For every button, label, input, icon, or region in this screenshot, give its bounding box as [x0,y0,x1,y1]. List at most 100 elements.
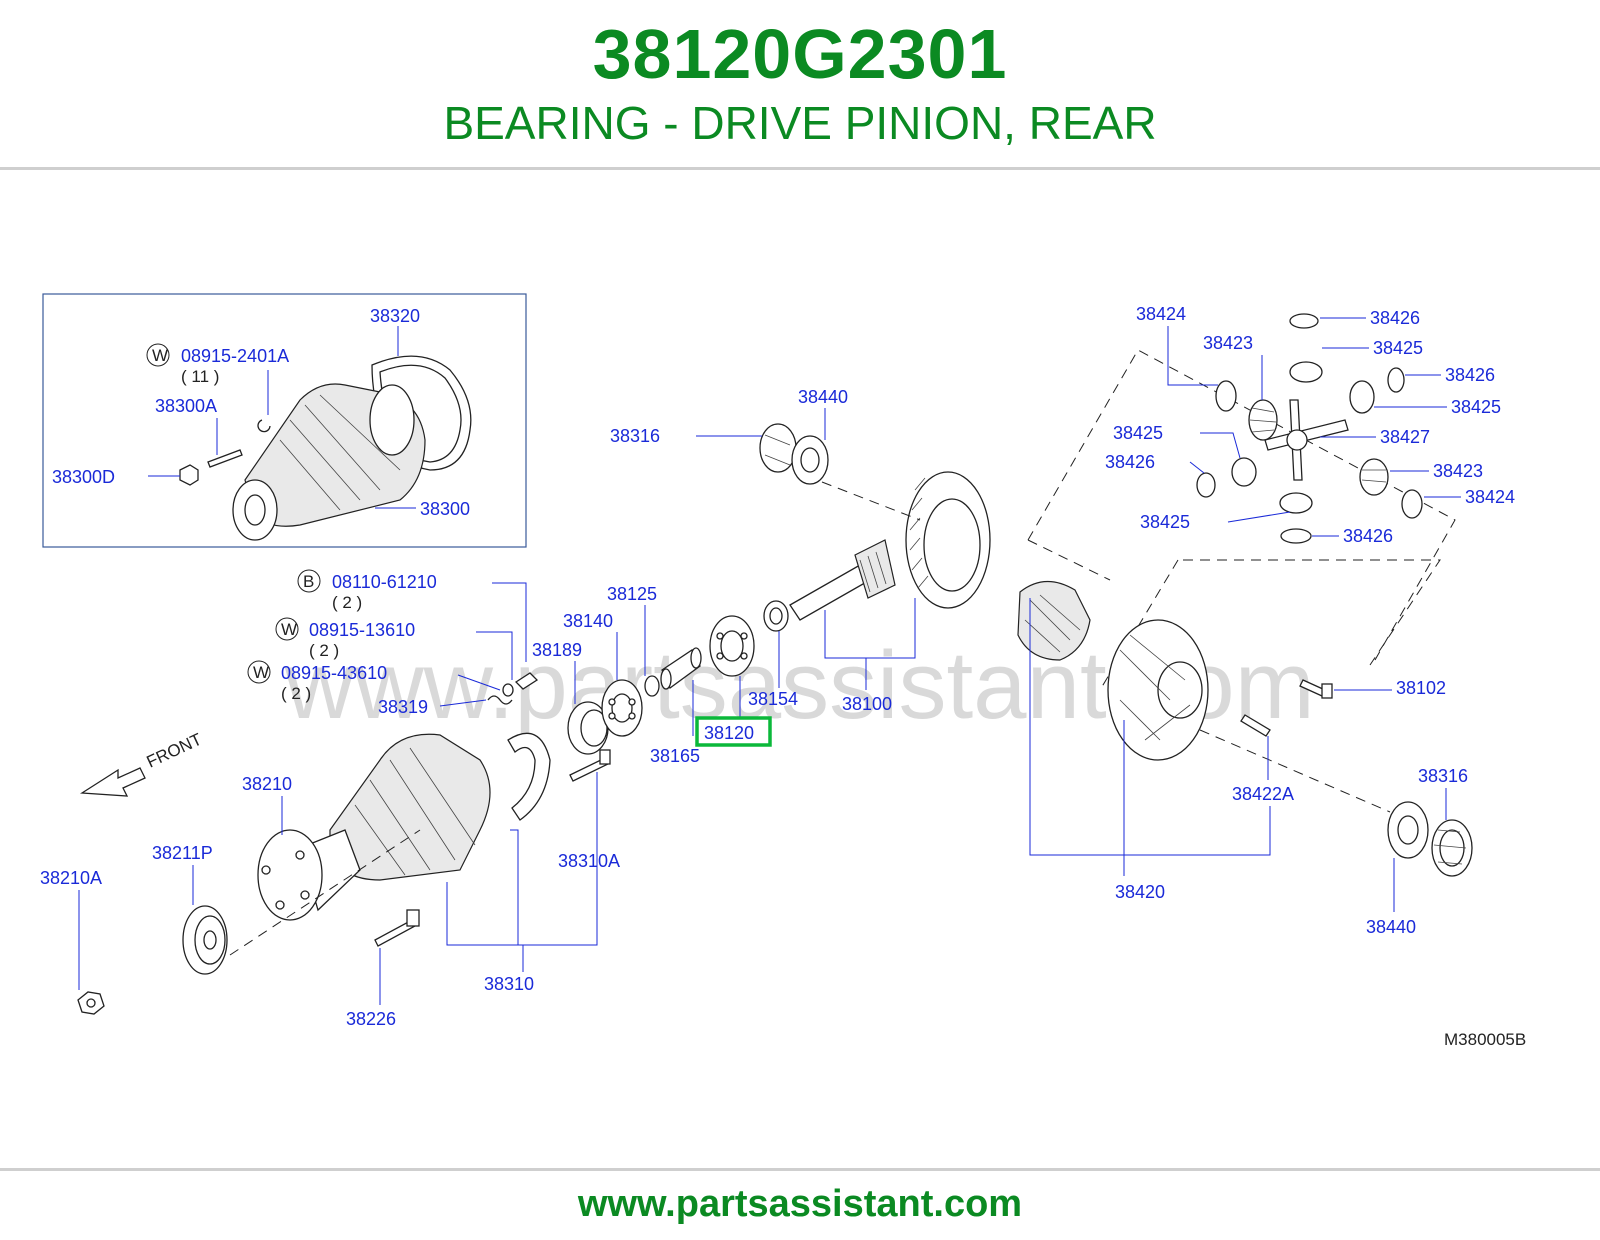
label-38423-b[interactable]: 38423 [1433,461,1483,481]
thrust-washer-38424-a [1215,380,1237,412]
pinion-gear-38425-c [1231,457,1257,487]
label-38425-d[interactable]: 38425 [1140,512,1190,532]
pinion-washer-38426-d [1280,528,1312,544]
diff-case-38420 [1107,619,1209,761]
part-number-title: 38120G2301 [592,15,1008,93]
leader-08915-13610 [476,631,513,680]
pinion-gear-38425-a [1289,361,1323,383]
label-38125[interactable]: 38125 [607,584,657,604]
label-38120[interactable]: 38120 [704,723,754,743]
label-38424-a[interactable]: 38424 [1136,304,1186,324]
label-38310[interactable]: 38310 [484,974,534,994]
key-circle-w3 [247,660,271,684]
label-38426-c[interactable]: 38426 [1105,452,1155,472]
label-38316-a[interactable]: 38316 [610,426,660,446]
label-38426-b[interactable]: 38426 [1445,365,1495,385]
bolt-08110-61210 [514,672,539,690]
label-38140[interactable]: 38140 [563,611,613,631]
label-38426-a[interactable]: 38426 [1370,308,1420,328]
label-38420[interactable]: 38420 [1115,882,1165,902]
label-38226[interactable]: 38226 [346,1009,396,1029]
key-b: B [303,572,314,591]
bolt-38422A [1240,714,1271,737]
label-38300[interactable]: 38300 [420,499,470,519]
leader-38319 [439,699,487,707]
label-38423-a[interactable]: 38423 [1203,333,1253,353]
diagram-code: M380005B [1444,1030,1526,1049]
spring-38319 [487,695,513,705]
label-08915-13610[interactable]: 08915-13610 [309,620,415,640]
label-38189[interactable]: 38189 [532,640,582,660]
ring-gear-38100 [905,471,991,609]
spacer-38125 [644,675,660,697]
nut-38210A [77,991,105,1015]
side-gear-38423-b [1359,458,1389,496]
pinion-washer-38426-b [1387,367,1405,393]
highlight-38120[interactable] [695,716,772,747]
label-38427[interactable]: 38427 [1380,427,1430,447]
label-38210A[interactable]: 38210A [40,868,102,888]
qty-2b: ( 2 ) [309,641,339,660]
label-38100[interactable]: 38100 [842,694,892,714]
centerline-pinion [821,481,921,521]
label-38300A[interactable]: 38300A [155,396,217,416]
leader-38425-c [1200,432,1241,459]
inset-frame [42,293,527,548]
label-38154[interactable]: 38154 [748,689,798,709]
label-38440-a[interactable]: 38440 [798,387,848,407]
front-arrow-icon [79,767,146,797]
label-38102[interactable]: 38102 [1396,678,1446,698]
hub-38210 [257,829,323,921]
leader-38425-d [1227,511,1291,523]
label-38426-d[interactable]: 38426 [1343,526,1393,546]
label-38210[interactable]: 38210 [242,774,292,794]
key-circle-b [297,569,321,593]
label-08915-43610[interactable]: 08915-43610 [281,663,387,683]
leader-08110-61210 [492,582,527,662]
leader-38310-cap [510,829,519,945]
stud-38300A [207,449,243,468]
carrier-housing-38300 [232,383,426,541]
label-38316-b[interactable]: 38316 [1418,766,1468,786]
leader-08915-43610 [457,674,501,691]
flange-38211P [182,905,228,975]
key-w1: W [152,346,168,365]
label-38165[interactable]: 38165 [650,746,700,766]
collapsible-spacer-38165 [660,647,702,690]
part-description: BEARING - DRIVE PINION, REAR [443,97,1157,149]
label-front: FRONT [144,730,205,772]
qty-11: ( 11 ) [181,367,219,386]
washer-08915-13610 [502,683,514,697]
label-38300D[interactable]: 38300D [52,467,115,487]
label-38425-c[interactable]: 38425 [1113,423,1163,443]
label-38310A[interactable]: 38310A [558,851,620,871]
shim-38154 [763,600,789,632]
label-38211P[interactable]: 38211P [152,843,213,863]
header-divider [0,167,1600,170]
bolt-38310A [569,749,611,782]
leader-38426-c [1189,461,1205,474]
label-08915-2401A[interactable]: 08915-2401A [181,346,289,366]
footer-divider [0,1168,1600,1171]
qty-2a: ( 2 ) [332,593,362,612]
label-38440-b[interactable]: 38440 [1366,917,1416,937]
pinion-washer-38426-a [1289,313,1319,329]
centerline-axle [229,829,421,956]
side-gear-38423-a [1248,399,1278,441]
label-38422A[interactable]: 38422A [1232,784,1294,804]
bearing-38440-a [759,423,829,485]
key-circle-w1 [146,343,170,367]
bolt-38226 [374,909,420,947]
label-38319[interactable]: 38319 [378,697,428,717]
key-w3: W [253,663,269,682]
footer-url[interactable]: www.partsassistant.com [577,1183,1023,1225]
label-08110-61210[interactable]: 08110-61210 [332,572,437,592]
label-38424-b[interactable]: 38424 [1465,487,1515,507]
pinion-gear-38425-d [1279,492,1313,514]
leader-38420 [1029,598,1271,856]
label-38425-b[interactable]: 38425 [1451,397,1501,417]
label-38425-a[interactable]: 38425 [1373,338,1423,358]
centerline-diff [1199,729,1391,813]
label-38320[interactable]: 38320 [370,306,420,326]
